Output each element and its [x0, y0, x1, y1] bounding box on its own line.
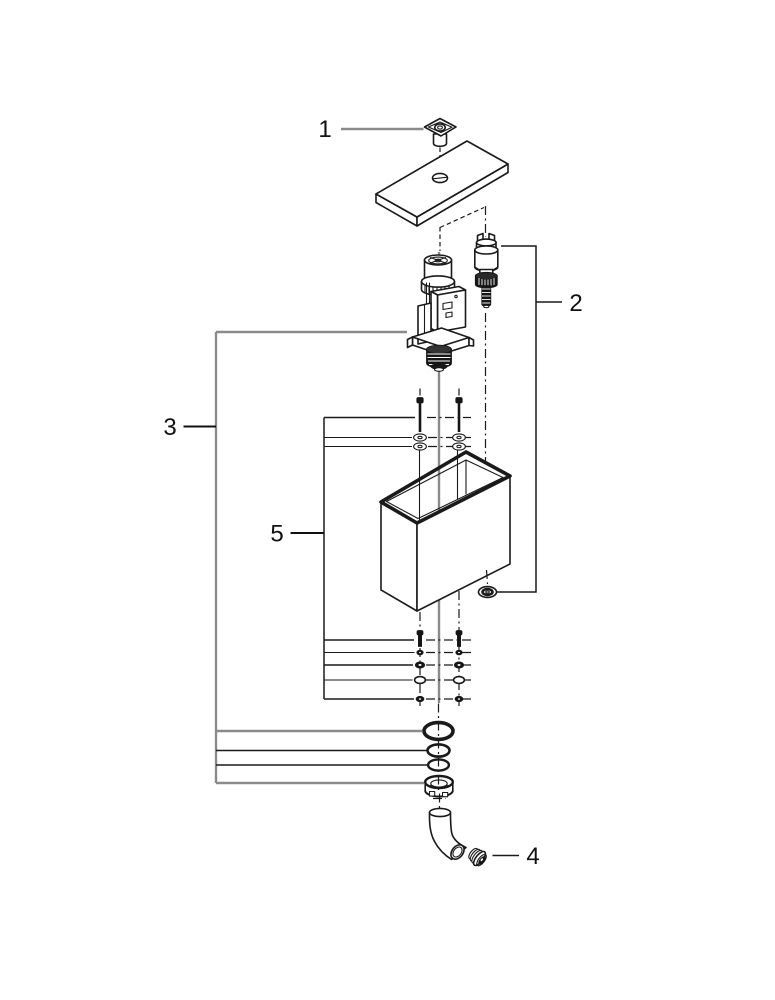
coupling-nut-part: [468, 847, 487, 867]
cartridge-thread-lines: [482, 288, 491, 304]
callout-2: 2: [569, 290, 582, 317]
fastener-column-right: [452, 630, 466, 703]
callout-5-label: 5: [270, 521, 283, 548]
callout-3-label: 3: [163, 414, 176, 441]
elbow-outlet: [450, 844, 465, 860]
callout-1: 1: [318, 116, 424, 143]
cartridge-part: [473, 232, 499, 309]
grommet-seal: [477, 569, 498, 599]
lid-hidden-lines: [439, 206, 485, 251]
callout-2-label: 2: [569, 290, 582, 317]
callout-1-label: 1: [318, 116, 331, 143]
screw-right: [452, 397, 466, 451]
lid-part: [375, 140, 509, 227]
elbow-part: [428, 793, 467, 861]
oring-stack: [422, 703, 455, 798]
tank-screws: [413, 388, 471, 451]
tank-body-part: [379, 449, 512, 612]
screw-left: [413, 397, 427, 451]
callout-2-bracket: [496, 245, 562, 593]
tank-fasteners-lower: [413, 591, 472, 706]
fastener-column-left: [413, 630, 427, 703]
callout-3: 3: [163, 414, 216, 441]
flush-valve-part: [406, 254, 475, 372]
callout-4-label: 4: [526, 843, 539, 870]
callout-5-bracket: [323, 416, 415, 700]
push-button-part: [423, 117, 457, 148]
callout-3-bracket: [214, 330, 427, 785]
callout-4: 4: [492, 843, 540, 870]
cartridge-collar-ribs: [478, 278, 495, 287]
callout-5: 5: [270, 521, 324, 548]
